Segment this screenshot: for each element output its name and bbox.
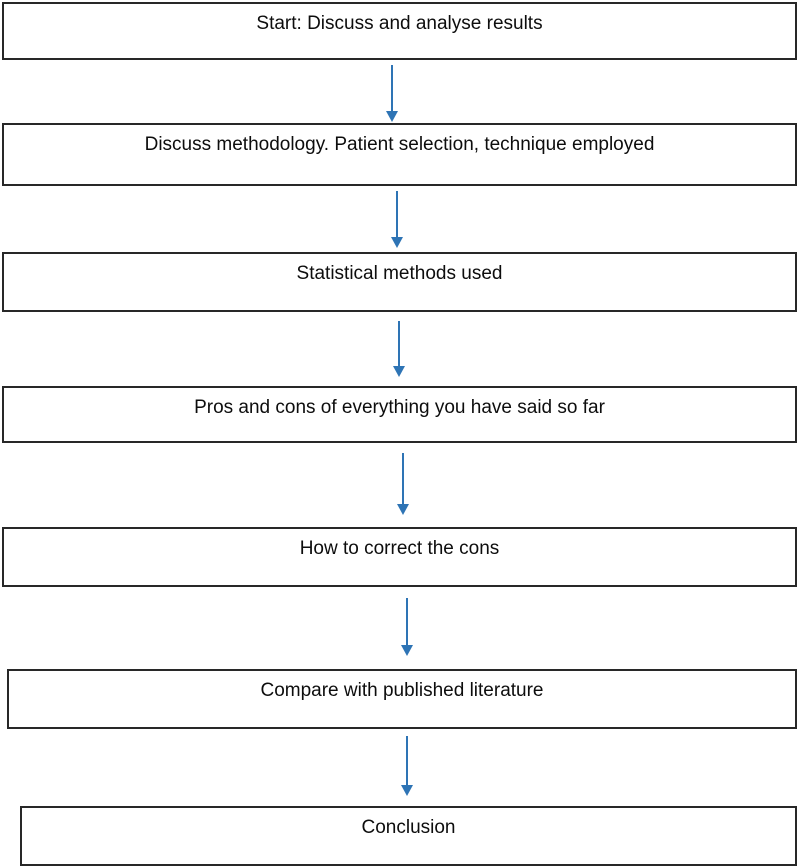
- down-arrow-icon: [401, 598, 413, 656]
- down-arrow-icon: [391, 191, 403, 248]
- arrow-head: [393, 366, 405, 377]
- flow-step-label: Discuss methodology. Patient selection, …: [144, 134, 655, 155]
- flow-step-label: Conclusion: [361, 817, 456, 838]
- down-arrow-icon: [393, 321, 405, 377]
- arrow-shaft: [406, 736, 408, 785]
- flow-step-label: Statistical methods used: [296, 263, 503, 284]
- flow-step-statistical-methods: Statistical methods used: [2, 252, 797, 312]
- arrow-shaft: [398, 321, 400, 366]
- arrow-shaft: [391, 65, 393, 111]
- down-arrow-icon: [386, 65, 398, 122]
- arrow-shaft: [402, 453, 404, 504]
- arrow-shaft: [406, 598, 408, 645]
- arrow-head: [397, 504, 409, 515]
- flow-step-label: Pros and cons of everything you have sai…: [194, 397, 605, 418]
- down-arrow-icon: [397, 453, 409, 515]
- down-arrow-icon: [401, 736, 413, 796]
- flow-step-start: Start: Discuss and analyse results: [2, 2, 797, 60]
- flow-step-methodology: Discuss methodology. Patient selection, …: [2, 123, 797, 186]
- flow-step-correct-cons: How to correct the cons: [2, 527, 797, 587]
- flow-step-label: Compare with published literature: [260, 680, 544, 701]
- flow-step-label: How to correct the cons: [299, 538, 500, 559]
- arrow-head: [401, 645, 413, 656]
- flow-step-compare-literature: Compare with published literature: [7, 669, 797, 729]
- flow-step-pros-and-cons: Pros and cons of everything you have sai…: [2, 386, 797, 443]
- flow-step-label: Start: Discuss and analyse results: [256, 13, 543, 34]
- arrow-head: [401, 785, 413, 796]
- arrow-head: [391, 237, 403, 248]
- arrow-shaft: [396, 191, 398, 237]
- arrow-head: [386, 111, 398, 122]
- flow-step-conclusion: Conclusion: [20, 806, 797, 866]
